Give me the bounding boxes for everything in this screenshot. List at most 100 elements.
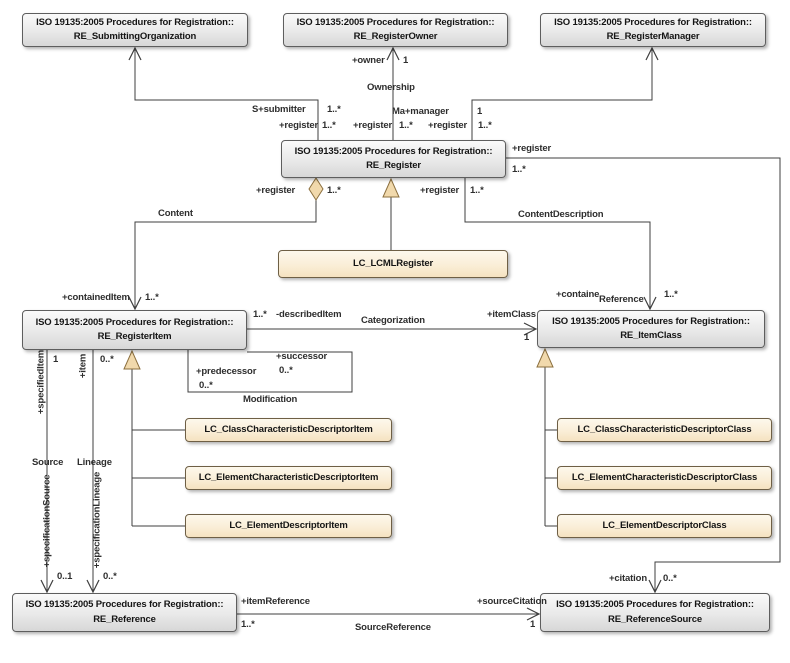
mult-owner: 1 [403, 55, 409, 66]
generalization-item-trunk [131, 369, 185, 527]
class-re-registeritem[interactable]: ISO 19135:2005 Procedures for Registrati… [22, 310, 247, 350]
class-re-reference[interactable]: ISO 19135:2005 Procedures for Registrati… [12, 593, 237, 632]
role-submitter: S+submitter [252, 104, 306, 115]
arrow-down-icon [40, 579, 54, 594]
assoc-name-content: Content [158, 208, 193, 219]
class-re-register[interactable]: ISO 19135:2005 Procedures for Registrati… [281, 140, 506, 178]
role-itemreference: +itemReference [241, 596, 310, 607]
association-content-description [464, 178, 651, 309]
class-package: ISO 19135:2005 Procedures for Registrati… [296, 16, 495, 28]
role-containe: +containe [556, 289, 600, 300]
class-name: LC_ElementCharacteristicDescriptorClass [571, 471, 758, 483]
mult-register-2: 1..* [399, 120, 413, 131]
role-register-5: +register [256, 185, 296, 196]
arrow-up-icon [128, 46, 142, 61]
association-content [134, 200, 317, 309]
class-name: LC_ClassCharacteristicDescriptorClass [577, 423, 752, 435]
role-register-1: +register [279, 120, 319, 131]
role-containeditem: +containedItem [62, 292, 130, 303]
mult-citation: 0..* [663, 573, 677, 584]
arrow-down-icon [86, 579, 100, 594]
class-name: RE_RegisterOwner [353, 31, 438, 42]
assoc-name-lineage: Lineage [77, 457, 112, 468]
class-package: ISO 19135:2005 Procedures for Registrati… [552, 315, 750, 327]
arrow-down-icon [643, 296, 657, 311]
assoc-name-modification: Modification [243, 394, 298, 405]
mult-describeditem: 1..* [253, 309, 267, 320]
class-name: RE_Register [366, 160, 421, 171]
arrow-right-icon [526, 607, 541, 621]
role-register-3: +register [428, 120, 468, 131]
role-sourcecitation: +sourceCitation [477, 596, 547, 607]
mult-register-3: 1..* [478, 120, 492, 131]
assoc-name-reference: Reference [599, 294, 644, 305]
arrow-up-icon [645, 46, 659, 61]
role-specificationsource: +specificationSource [41, 474, 53, 568]
class-re-registerowner[interactable]: ISO 19135:2005 Procedures for Registrati… [283, 13, 508, 47]
role-manager: Ma+manager [392, 106, 449, 117]
association-modification-loop [187, 350, 353, 393]
class-package: ISO 19135:2005 Procedures for Registrati… [35, 316, 234, 328]
class-name: RE_SubmittingOrganization [73, 31, 197, 42]
association-submission [134, 48, 319, 140]
class-lc-elementdescriptoritem[interactable]: LC_ElementDescriptorItem [185, 514, 392, 538]
arrow-up-icon [386, 46, 400, 61]
assoc-name-source: Source [32, 457, 64, 468]
mult-containeditem: 1..* [145, 292, 159, 303]
class-re-registermanager[interactable]: ISO 19135:2005 Procedures for Registrati… [540, 13, 766, 47]
mult-specifieditem: 1 [53, 354, 59, 365]
mult-specificationsource: 0..1 [57, 571, 73, 582]
class-re-itemclass[interactable]: ISO 19135:2005 Procedures for Registrati… [537, 310, 765, 348]
role-register-4: +register [512, 143, 552, 154]
class-re-submittingorganization[interactable]: ISO 19135:2005 Procedures for Registrati… [22, 13, 248, 47]
class-name: RE_Reference [93, 613, 156, 625]
mult-predecessor: 0..* [199, 380, 213, 391]
mult-register-1: 1..* [322, 120, 336, 131]
mult-register-5: 1..* [327, 185, 341, 196]
class-re-referencesource[interactable]: ISO 19135:2005 Procedures for Registrati… [540, 593, 770, 632]
generalization-triangle-icon [123, 349, 141, 370]
class-lc-classcharacteristicdescriptorclass[interactable]: LC_ClassCharacteristicDescriptorClass [557, 418, 772, 442]
class-lc-classcharacteristicdescriptoritem[interactable]: LC_ClassCharacteristicDescriptorItem [185, 418, 392, 442]
class-name: RE_RegisterItem [97, 331, 172, 342]
mult-itemclass-top: 1..* [664, 289, 678, 300]
class-lc-elementcharacteristicdescriptoritem[interactable]: LC_ElementCharacteristicDescriptorItem [185, 466, 392, 490]
class-name: LC_LCMLRegister [352, 257, 434, 269]
class-package: ISO 19135:2005 Procedures for Registrati… [556, 599, 754, 611]
role-register-2: +register [353, 120, 393, 131]
class-package: ISO 19135:2005 Procedures for Registrati… [294, 145, 493, 157]
mult-manager: 1 [477, 106, 483, 117]
class-lc-lcmlregister[interactable]: LC_LCMLRegister [278, 250, 508, 278]
class-name: LC_ElementCharacteristicDescriptorItem [198, 471, 379, 483]
aggregation-diamond-icon [308, 177, 324, 201]
role-item: +item [77, 353, 89, 379]
mult-register-4: 1..* [512, 164, 526, 175]
association-citation [506, 157, 781, 592]
mult-specificationlineage: 0..* [103, 571, 117, 582]
arrow-down-icon [648, 579, 662, 594]
class-name: LC_ElementDescriptorClass [602, 519, 727, 531]
assoc-name-sourcereference: SourceReference [355, 622, 431, 633]
role-citation: +citation [609, 573, 647, 584]
role-itemclass: +itemClass [487, 309, 536, 320]
generalization-triangle-icon [382, 177, 400, 198]
mult-item: 0..* [100, 354, 114, 365]
class-name: RE_ItemClass [620, 330, 682, 341]
generalization-class-trunk [544, 367, 557, 527]
mult-itemreference: 1..* [241, 619, 255, 630]
mult-sourcecitation: 1 [530, 619, 536, 630]
class-package: ISO 19135:2005 Procedures for Registrati… [36, 16, 234, 28]
class-lc-elementcharacteristicdescriptorclass[interactable]: LC_ElementCharacteristicDescriptorClass [557, 466, 772, 490]
class-package: ISO 19135:2005 Procedures for Registrati… [554, 16, 752, 28]
mult-itemclass: 1 [524, 332, 530, 343]
role-owner: +owner [352, 55, 385, 66]
role-register-6: +register [420, 185, 460, 196]
class-lc-elementdescriptorclass[interactable]: LC_ElementDescriptorClass [557, 514, 772, 538]
class-name: RE_RegisterManager [606, 31, 700, 42]
role-describeditem: -describedItem [276, 309, 342, 320]
role-predecessor: +predecessor [196, 366, 257, 377]
class-name: LC_ClassCharacteristicDescriptorItem [204, 423, 373, 435]
mult-submitter: 1..* [327, 104, 341, 115]
assoc-name-categorization: Categorization [361, 315, 425, 326]
class-name: LC_ElementDescriptorItem [229, 519, 348, 531]
